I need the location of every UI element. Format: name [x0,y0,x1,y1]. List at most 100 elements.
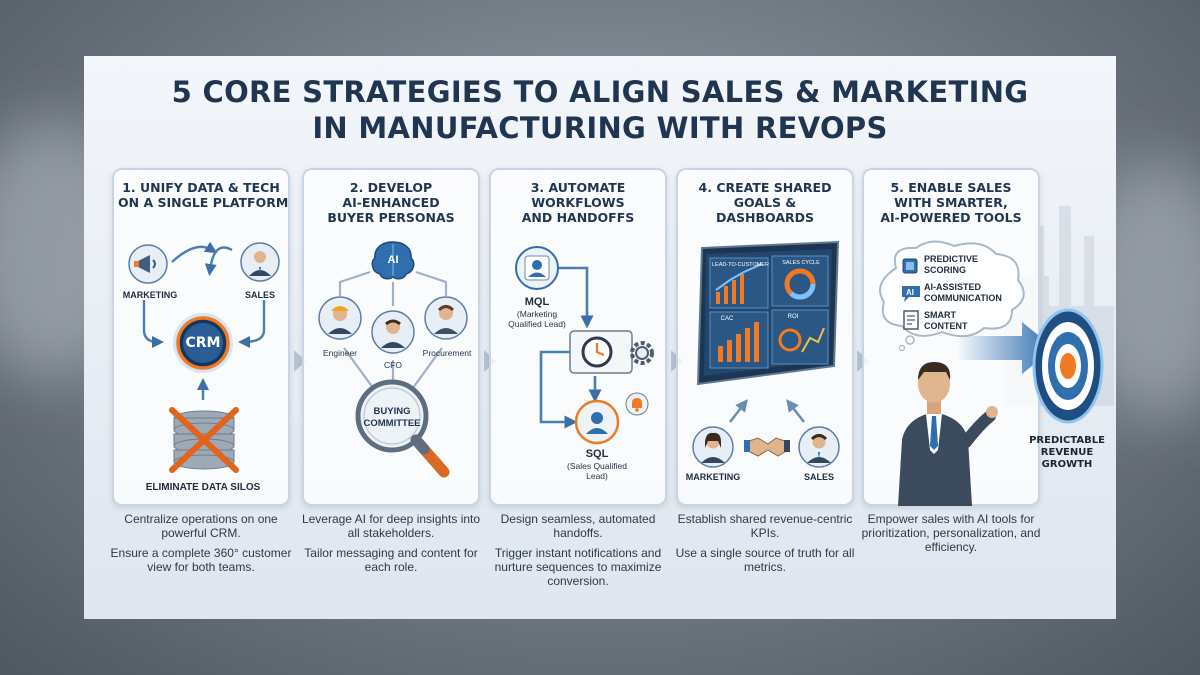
strategy-5-title-line-1: 5. ENABLE SALES [890,180,1012,195]
strategy-4-description: Establish shared revenue-centric KPIs. U… [670,512,860,580]
dashboard-tile-4-label: ROI [787,314,799,320]
chip-icon [902,258,918,274]
magnifier-icon [355,379,450,478]
strategy-1-title-line-2: ON A SINGLE PLATFORM [118,195,289,210]
svg-text:AI: AI [906,288,914,297]
outcome-line-3: GROWTH [1041,459,1093,470]
strategy-3-desc-1: Design seamless, automated handoffs. [500,512,656,540]
strategy-3-title: 3. AUTOMATE WORKFLOWS AND HANDOFFS [495,180,661,225]
strategy-2-title-line-2: AI-ENHANCED [342,195,440,210]
marketing-label: MARKETING [685,472,741,482]
shared-goals-arrows [729,399,805,423]
outcome-line-2: REVENUE [1040,447,1094,458]
communication-label: COMMUNICATION [924,293,1002,303]
strategy-1-desc-2: Ensure a complete 360° customer view for… [110,546,292,574]
database-icon [169,407,239,473]
main-title-line-2: IN MANUFACTURING WITH REVOPS [312,111,888,145]
sql-lead-icon [574,399,620,445]
strategy-3-desc-2: Trigger instant notifications and nurtur… [494,546,662,588]
strategy-4-title-line-3: DASHBOARDS [715,210,814,225]
person-icon [798,426,840,468]
strategy-2-description: Leverage AI for deep insights into all s… [296,512,486,580]
crm-hub-icon [173,313,233,373]
sql-sub-line-1: (Sales Qualified [566,461,627,471]
mql-sub-label: (Marketing Qualified Lead) [495,309,579,329]
strategy-3-title-line-2: WORKFLOWS [531,195,625,210]
chevron-right-icon [294,350,306,372]
eliminate-silos-label: ELIMINATE DATA SILOS [145,482,261,493]
cfo-icon [371,310,415,354]
lead-icon [515,246,559,290]
ai-label: AI [387,254,399,266]
strategy-2-title: 2. DEVELOP AI-ENHANCED BUYER PERSONAS [308,180,474,225]
target-icon [1032,308,1104,424]
clock-icon [569,330,633,374]
strategy-5-title-line-2: WITH SMARTER, [894,195,1008,210]
strategy-2-desc-1: Leverage AI for deep insights into all s… [301,512,481,540]
strategy-4-title: 4. CREATE SHARED GOALS & DASHBOARDS [682,180,848,225]
strategy-4-title-line-2: GOALS & [733,195,797,210]
crm-label: CRM [185,335,221,351]
content-label: CONTENT [924,321,968,331]
marketing-label: MARKETING [122,290,178,300]
salesperson-icon [898,362,998,506]
mql-sub-line-2: Qualified Lead) [508,319,566,329]
strategy-3-description: Design seamless, automated handoffs. Tri… [483,512,673,594]
mql-label: MQL [524,296,550,308]
engineer-icon [318,296,362,340]
predictive-scoring-label: PREDICTIVE SCORING [924,254,1004,276]
strategy-2-title-line-3: BUYER PERSONAS [327,210,455,225]
chat-ai-icon: AI [902,286,920,302]
sql-sub-label: (Sales Qualified Lead) [553,461,641,481]
sql-sub-line-2: Lead) [586,471,608,481]
strategy-2-title-line-1: 2. DEVELOP [349,180,433,195]
strategy-5-desc-1: Empower sales with AI tools for prioriti… [861,512,1041,554]
handshake-icon [744,437,790,457]
engineer-label: Engineer [322,348,358,358]
strategy-card-1: 1. UNIFY DATA & TECH ON A SINGLE PLATFOR… [112,168,290,506]
sales-label: SALES [244,290,275,300]
strategy-5-description: Empower sales with AI tools for prioriti… [856,512,1046,560]
crm-flow-arrows [142,241,266,400]
marketing-person-icon [692,426,734,468]
person-icon [240,242,280,282]
strategy-card-2: 2. DEVELOP AI-ENHANCED BUYER PERSONAS AI [302,168,480,506]
strategy-1-description: Centralize operations on one powerful CR… [106,512,296,580]
strategy-5-title-line-3: AI-POWERED TOOLS [880,210,1022,225]
strategy-card-3: 3. AUTOMATE WORKFLOWS AND HANDOFFS MQL [489,168,667,506]
mql-sub-line-1: (Marketing [516,309,558,319]
brain-icon [371,241,415,280]
persona-flow-arrows [338,270,448,393]
smart-content-label: SMART CONTENT [924,310,1004,332]
predictive-label: PREDICTIVE [924,254,979,264]
outcome-line-1: PREDICTABLE [1029,435,1105,446]
dashboard-tile-3-label: CAC [720,316,734,322]
strategy-5-title: 5. ENABLE SALES WITH SMARTER, AI-POWERED… [868,180,1034,225]
document-icon [903,310,919,330]
ai-communication-label: AI-ASSISTED COMMUNICATION [924,282,1014,304]
strategy-4-title-line-1: 4. CREATE SHARED [698,180,832,195]
dashboard-tile-2-label: SALES CYCLE [782,260,820,266]
buying-label: BUYING [373,406,411,417]
growth-arrow-icon [956,322,1054,374]
main-title: 5 CORE STRATEGIES TO ALIGN SALES & MARKE… [84,74,1116,146]
dashboard-icon [696,240,840,386]
gear-icon [630,341,654,365]
committee-label: COMMITTEE [363,418,421,429]
cfo-label: CFO [384,360,402,370]
sales-label: SALES [803,472,834,482]
strategy-4-desc-1: Establish shared revenue-centric KPIs. [677,512,853,540]
strategy-2-desc-2: Tailor messaging and content for each ro… [304,546,478,574]
sql-label: SQL [585,448,609,460]
strategy-3-title-line-1: 3. AUTOMATE [530,180,626,195]
megaphone-icon [128,244,168,284]
scoring-label: SCORING [924,265,967,275]
strategy-3-title-line-3: AND HANDOFFS [521,210,635,225]
procurement-icon [424,296,468,340]
strategy-1-desc-1: Centralize operations on one powerful CR… [124,512,278,540]
procurement-label: Procurement [422,348,472,358]
smart-label: SMART [924,310,956,320]
strategy-card-4: 4. CREATE SHARED GOALS & DASHBOARDS LEAD… [676,168,854,506]
main-title-line-1: 5 CORE STRATEGIES TO ALIGN SALES & MARKE… [171,75,1029,109]
ai-assisted-label: AI-ASSISTED [924,282,982,292]
